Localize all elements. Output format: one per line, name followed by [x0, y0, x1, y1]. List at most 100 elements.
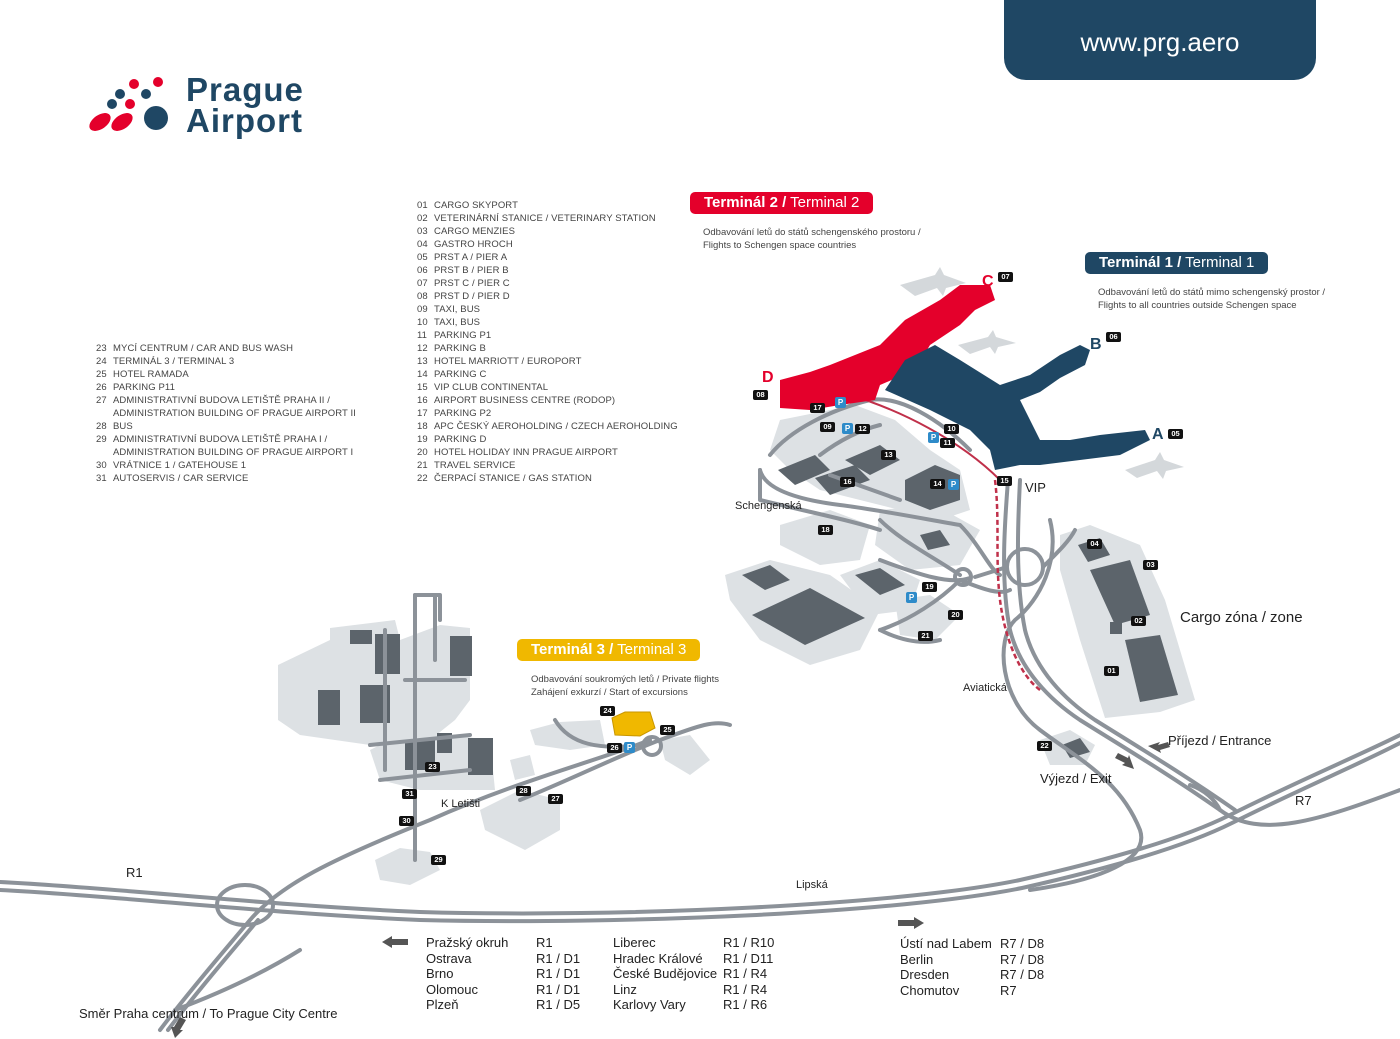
terminal-1-label: Terminál 1 / Terminal 1 [1085, 252, 1269, 274]
pier-a-label: A [1152, 426, 1164, 443]
parking-icon: P [906, 592, 917, 603]
legend-text: PRST B / PIER B [434, 265, 509, 276]
legend-text: AUTOSERVIS / CAR SERVICE [113, 473, 249, 484]
destination-city: Plzeň [426, 997, 459, 1012]
website-tab[interactable]: www.prg.aero [1004, 0, 1316, 80]
terminal-1-building [885, 345, 1150, 470]
badge-18: 18 [818, 525, 833, 535]
city-centre-label: Směr Praha centrum / To Prague City Cent… [79, 1006, 338, 1021]
badge-31: 31 [402, 789, 417, 799]
parking-icon: P [835, 397, 846, 408]
destination-city: Liberec [613, 935, 656, 950]
exit-label: Výjezd / Exit [1040, 771, 1112, 786]
destination-road: R1 / D11 [723, 950, 774, 966]
badge-06: 06 [1106, 332, 1121, 342]
destination-row: Berlin R7 / D8 [900, 952, 1070, 968]
access-road [1002, 478, 1400, 827]
parking-icon: P [842, 423, 853, 434]
website-url[interactable]: www.prg.aero [1080, 27, 1240, 57]
logo-line1: Prague [186, 71, 304, 108]
legend-number: 22 [417, 473, 428, 484]
destination-city: Ústí nad Labem [900, 936, 992, 951]
legend-number: 16 [417, 395, 428, 406]
legend-text: PRST C / PIER C [434, 278, 510, 289]
airplane-icon [900, 267, 966, 296]
destination-city: Brno [426, 966, 454, 981]
legend-text: CARGO MENZIES [434, 226, 516, 237]
terminal-1-desc-line2: Flights to all countries outside Schenge… [1098, 300, 1297, 311]
legend-item: 24 TERMINÁL 3 / TERMINAL 3 [96, 355, 356, 368]
legend-text: PARKING P2 [434, 408, 492, 419]
legend-number: 11 [417, 330, 428, 341]
badge-22: 22 [1037, 741, 1052, 751]
airplane-icon [1125, 452, 1184, 479]
street-lipska: Lipská [796, 879, 828, 891]
terminal-3-description: Odbavování soukromých letů / Private fli… [531, 673, 719, 699]
entrance-label: Příjezd / Entrance [1168, 733, 1272, 748]
legend-text: ADMINISTRATION BUILDING OF PRAGUE AIRPOR… [113, 447, 354, 458]
terminal-1-name: Terminal 1 [1185, 254, 1255, 271]
street-k-letisti: K Letišti [441, 798, 481, 810]
terminal-2-desc-line1: Odbavování letů do států schengenského p… [703, 227, 921, 238]
legend-item: ADMINISTRATION BUILDING OF PRAGUE AIRPOR… [96, 407, 356, 420]
badge-29: 29 [431, 855, 446, 865]
cargo-zone-label: Cargo zóna / zone [1180, 609, 1303, 626]
legend-number: 31 [96, 473, 107, 484]
destination-city: Berlin [900, 951, 934, 967]
legend-text: PARKING P11 [113, 382, 175, 393]
badge-26: 26 [607, 743, 622, 753]
legend-text: ČERPACÍ STANICE / GAS STATION [434, 473, 592, 484]
legend-number: 14 [417, 369, 428, 380]
legend-number: 10 [417, 317, 428, 328]
legend-text: HOTEL HOLIDAY INN PRAGUE AIRPORT [434, 447, 618, 458]
legend-number: 29 [96, 434, 107, 445]
legend-text: ADMINISTRATION BUILDING OF PRAGUE AIRPOR… [113, 408, 356, 419]
legend-number: 07 [417, 278, 428, 289]
legend-item: 07 PRST C / PIER C [417, 277, 678, 290]
legend-number: 19 [417, 434, 428, 445]
badge-07: 07 [998, 272, 1013, 282]
railway [993, 479, 1041, 691]
parking-icon: P [624, 742, 635, 753]
destination-city: Linz [613, 981, 637, 997]
legend-number: 25 [96, 369, 107, 380]
badge-05: 05 [1168, 429, 1183, 439]
destination-road: R1 / R4 [723, 966, 768, 981]
destination-city: Olomouc [426, 981, 479, 997]
street-aviaticka: Aviatická [963, 682, 1007, 694]
badge-12: 12 [855, 424, 870, 434]
parking-icon: P [928, 432, 939, 443]
legend-text: TRAVEL SERVICE [434, 460, 516, 471]
legend-text: VETERINÁRNÍ STANICE / VETERINARY STATION [434, 213, 656, 224]
legend-number: 05 [417, 252, 428, 263]
legend-number: 24 [96, 356, 107, 367]
legend-text: TERMINÁL 3 / TERMINAL 3 [113, 356, 235, 367]
legend-text: TAXI, BUS [434, 304, 481, 315]
badge-03: 03 [1143, 560, 1158, 570]
destination-road: R7 / D8 [1000, 951, 1045, 967]
legend-number: 08 [417, 291, 428, 302]
road-r7-label: R7 [1295, 793, 1312, 808]
legend-text: ADMINISTRATIVNÍ BUDOVA LETIŠTĚ PRAHA II … [113, 395, 331, 406]
